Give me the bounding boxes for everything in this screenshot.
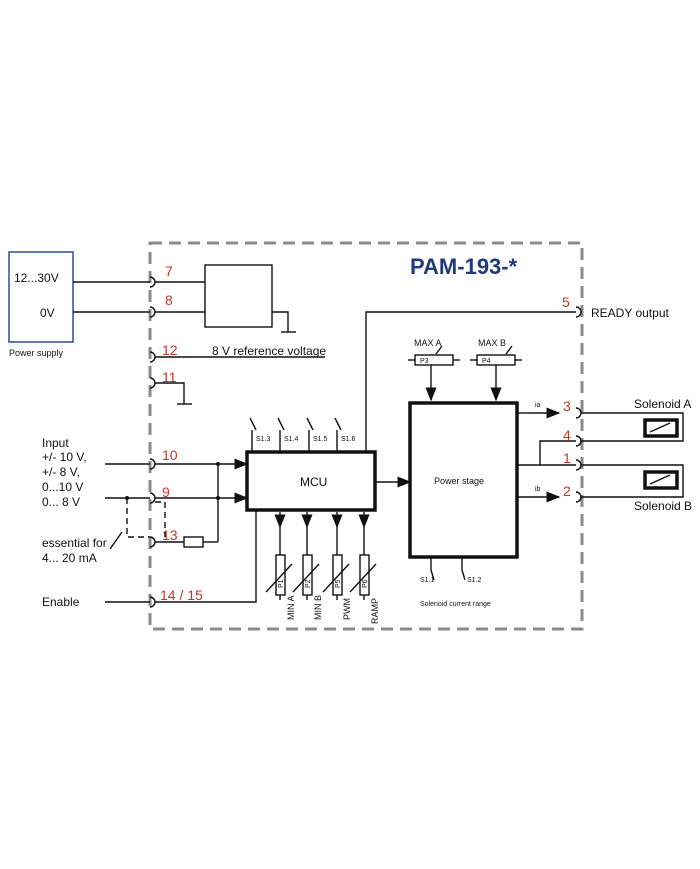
solenoid-a-wire [581,412,684,442]
module-title: PAM-193-* [410,254,518,279]
pot-p6-label: P6 [362,579,369,588]
pin-1: 1 [563,450,571,466]
min-a-label: MIN A [286,595,296,620]
regulator-block [204,264,273,328]
pin-7: 7 [165,263,173,279]
solenoid-range-label: Solenoid current range [420,601,491,608]
pin-2: 2 [563,483,571,499]
pwm-label: PWM [342,598,352,620]
solenoid-a-coil [643,418,679,438]
mcu-block [245,450,377,512]
power-stage-block [408,401,519,559]
pin-8: 8 [165,292,173,308]
pin-11: 11 [162,369,177,385]
max-a-label: MAX A [414,338,442,348]
mcu-dip-switches [249,417,342,452]
switch-s16: S1.6 [341,436,356,443]
switch-s12: S1.2 [467,577,482,584]
pot-p2-label: P2 [305,579,312,588]
switch-s14: S1.4 [284,436,299,443]
ready-wire [365,311,576,452]
switch-s11: S1.1 [420,577,435,584]
min-b-label: MIN B [313,595,323,620]
power-supply-box [8,251,74,343]
pin-4: 4 [563,427,571,443]
pin11-ground-wire [155,382,185,404]
ref-voltage-label: 8 V reference voltage [212,344,326,358]
power-stage-label: Power stage [434,476,484,486]
max-potentiometers [408,345,522,402]
ready-output-label: READY output [591,306,669,320]
pot-p1-label: P1 [278,579,285,588]
pot-p5-label: P5 [335,579,342,588]
ib-label: ib [535,486,541,493]
pot-p4-label: P4 [482,358,491,365]
mcu-potentiometers [265,512,377,600]
solenoid-a-label: Solenoid A [634,397,691,411]
max-b-label: MAX B [478,338,506,348]
power-stage-switches [430,557,466,581]
ramp-label: RAMP [370,598,380,624]
pin-5: 5 [562,294,570,310]
ia-label: ia [535,402,541,409]
pin-13: 13 [162,527,178,543]
solenoid-b-coil [643,470,679,490]
pin-14-15: 14 / 15 [160,587,203,603]
essential-label-1: essential for [42,536,107,550]
pin-10: 10 [162,447,178,463]
module-border [148,241,584,631]
pot-p3-label: P3 [420,358,429,365]
supply-low-label: 0V [40,306,55,320]
pin-9: 9 [162,484,170,500]
pin13-resistor [183,536,204,548]
enable-internal-wire [155,511,257,603]
pin-12: 12 [162,342,178,358]
solenoid-b-label: Solenoid B [634,499,692,513]
solenoid-b-wire [581,464,684,498]
switch-s13: S1.3 [256,436,271,443]
essential-label-2: 4... 20 mA [42,551,97,565]
right-terminals [575,407,582,503]
left-terminals [149,276,156,608]
supply-high-label: 12...30V [14,271,59,285]
input-label-3: +/- 8 V, [42,465,80,479]
mcu-label: MCU [300,475,327,489]
regulator-ground [272,311,289,332]
input-label-4: 0...10 V [42,480,83,494]
pin-3: 3 [563,398,571,414]
enable-label: Enable [42,595,80,609]
power-supply-label: Power supply [9,348,64,358]
input-label-1: Input [42,436,69,450]
switch-s15: S1.5 [313,436,328,443]
input-label-2: +/- 10 V, [42,450,87,464]
input-label-5: 0... 8 V [42,495,80,509]
